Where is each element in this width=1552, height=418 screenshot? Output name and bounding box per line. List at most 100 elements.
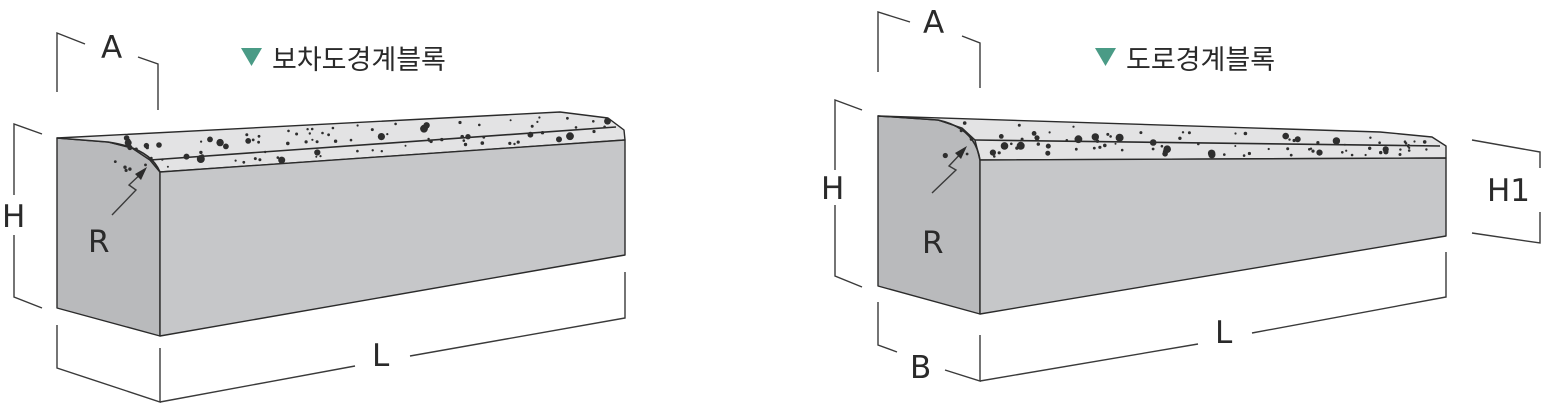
right-block-aggregate-dot bbox=[1425, 148, 1428, 151]
left-block-aggregate-dot bbox=[253, 157, 257, 161]
left-block-aggregate-dot bbox=[465, 134, 471, 140]
left-block-aggregate-dot bbox=[333, 139, 338, 143]
right-block-aggregate-dot bbox=[1368, 146, 1372, 150]
left-block-aggregate-dot bbox=[604, 117, 611, 125]
right-block-aggregate-dot bbox=[1065, 139, 1069, 142]
left-block-aggregate-dot bbox=[128, 167, 132, 171]
right-block-aggregate-dot bbox=[1016, 141, 1025, 150]
left-block-aggregate-dot bbox=[223, 143, 229, 150]
right-block-aggregate-dot bbox=[1350, 153, 1354, 157]
right-block-aggregate-dot bbox=[1286, 147, 1290, 151]
right-r-arrowhead-icon bbox=[955, 146, 967, 159]
left-block-aggregate-dot bbox=[556, 136, 562, 143]
left-block-aggregate-dot bbox=[331, 126, 335, 130]
right-block-aggregate-dot bbox=[1092, 146, 1096, 150]
right-a-bracket-left bbox=[877, 11, 911, 72]
left-block-aggregate-dot bbox=[394, 122, 397, 126]
right-block-aggregate-dot bbox=[1114, 142, 1117, 145]
right-block-aggregate-dot bbox=[1413, 140, 1416, 143]
right-block-aggregate-dot bbox=[1404, 142, 1408, 145]
right-label-l: L bbox=[1215, 315, 1233, 351]
left-block-aggregate-dot bbox=[463, 142, 468, 147]
left-block-aggregate-dot bbox=[530, 124, 534, 128]
right-h1-bracket-bottom bbox=[1471, 212, 1541, 244]
right-block-aggregate-dot bbox=[1294, 136, 1301, 143]
right-block-aggregate-dot bbox=[1098, 145, 1102, 149]
right-block-aggregate-dot bbox=[1308, 148, 1311, 151]
right-label-b: B bbox=[910, 350, 931, 386]
left-block-aggregate-dot bbox=[183, 153, 190, 160]
right-label-h1: H1 bbox=[1487, 173, 1530, 209]
right-block-aggregate-dot bbox=[1223, 153, 1226, 156]
left-block-aggregate-dot bbox=[134, 147, 138, 151]
right-block-aggregate-dot bbox=[1178, 136, 1182, 140]
right-block-aggregate-dot bbox=[1034, 135, 1040, 141]
left-block-front-face bbox=[159, 139, 626, 337]
left-block-aggregate-dot bbox=[370, 128, 374, 132]
left-block-aggregate-dot bbox=[356, 124, 359, 127]
right-title-triangle-down-icon bbox=[1095, 48, 1116, 66]
left-r-leader bbox=[111, 169, 146, 216]
left-block-aggregate-dot bbox=[143, 142, 150, 149]
left-block-aggregate-dot bbox=[257, 140, 260, 144]
right-block-aggregate-dot bbox=[1408, 146, 1411, 149]
left-block-aggregate-dot bbox=[566, 132, 574, 141]
left-block-aggregate-dot bbox=[538, 116, 541, 119]
right-block-aggregate-dot bbox=[1000, 142, 1009, 150]
left-block-aggregate-dot bbox=[123, 165, 127, 169]
right-block-aggregate-dot bbox=[1311, 149, 1315, 153]
left-block-aggregate-dot bbox=[242, 160, 246, 164]
right-block-aggregate-dot bbox=[1103, 143, 1107, 148]
right-block-aggregate-dot bbox=[1091, 133, 1100, 141]
right-block-aggregate-dot bbox=[1208, 151, 1216, 159]
left-block-aggregate-dot bbox=[349, 138, 353, 142]
right-block-aggregate-dot bbox=[1383, 149, 1389, 155]
left-block-aggregate-dot bbox=[440, 137, 444, 142]
right-block-aggregate-dot bbox=[1109, 135, 1112, 138]
right-block-end-face bbox=[877, 115, 981, 315]
left-label-l: L bbox=[372, 338, 390, 374]
left-block-aggregate-dot bbox=[603, 125, 606, 129]
left-block-aggregate-dot bbox=[308, 132, 311, 135]
left-block-aggregate-dot bbox=[516, 140, 520, 144]
left-block-aggregate-dot bbox=[540, 131, 545, 135]
right-block-aggregate-dot bbox=[1379, 150, 1383, 155]
left-block-aggregate-dot bbox=[423, 122, 430, 129]
right-block-aggregate-dot bbox=[1181, 131, 1185, 134]
left-block-aggregate-dot bbox=[321, 131, 324, 135]
right-block-aggregate-dot bbox=[1341, 151, 1344, 154]
right-label-h: H bbox=[821, 171, 844, 207]
right-curb-block bbox=[877, 115, 1447, 315]
right-block-aggregate-dot bbox=[998, 134, 1004, 139]
left-block-aggregate-dot bbox=[319, 155, 322, 158]
left-block-aggregate-dot bbox=[508, 141, 512, 145]
left-l-segment-b bbox=[409, 272, 626, 357]
right-block-aggregate-dots bbox=[942, 121, 1428, 159]
right-block-aggregate-dot bbox=[1045, 150, 1051, 156]
right-block-chamfer-line bbox=[974, 139, 1441, 147]
left-block-aggregate-dot bbox=[458, 120, 462, 125]
left-block-aggregate-dot bbox=[149, 156, 153, 160]
right-block-aggregate-dot bbox=[1378, 141, 1381, 144]
left-block-aggregate-dot bbox=[113, 160, 117, 164]
left-h-bracket-top bbox=[13, 123, 43, 195]
right-block-aggregate-dot bbox=[1343, 143, 1346, 146]
left-block-aggregate-dot bbox=[156, 142, 162, 148]
left-block-aggregate-dot bbox=[314, 149, 321, 156]
right-block-aggregate-dot bbox=[965, 152, 969, 156]
right-block-aggregate-dot bbox=[1187, 131, 1191, 135]
right-block-aggregate-dot bbox=[989, 149, 997, 156]
left-block-rounded-edge bbox=[107, 141, 161, 173]
left-block-aggregate-dot bbox=[509, 119, 512, 122]
left-block-aggregate-dot bbox=[276, 156, 280, 159]
right-block-aggregate-dot bbox=[1020, 137, 1024, 141]
left-label-r: R bbox=[88, 224, 110, 260]
left-block-aggregate-dot bbox=[258, 158, 262, 162]
left-block-aggregate-dot bbox=[199, 150, 203, 155]
left-block-aggregate-dot bbox=[482, 135, 486, 139]
right-block-aggregate-dot bbox=[1151, 147, 1155, 151]
left-block-aggregate-dot bbox=[380, 150, 383, 153]
left-block-aggregate-dot bbox=[207, 136, 213, 143]
left-block-aggregate-dot bbox=[480, 141, 485, 145]
right-block-aggregate-dot bbox=[1332, 137, 1341, 145]
